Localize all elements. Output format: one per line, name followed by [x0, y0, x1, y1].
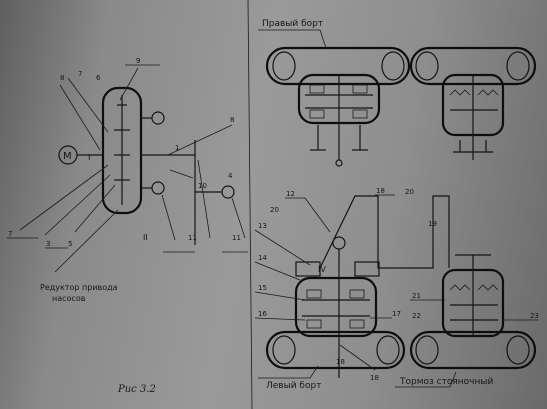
callout-1: 1 — [175, 144, 179, 152]
callout-7a: 7 — [78, 70, 82, 78]
roman-II: II — [143, 233, 148, 242]
brake-label: Тормоз стояночный — [399, 377, 493, 387]
callout-12: 12 — [286, 190, 295, 198]
pump-reducer-scheme: M — [7, 64, 248, 273]
callout-4: 4 — [228, 172, 233, 180]
paper-fold-line — [247, 0, 253, 409]
callout-7b: 7 — [8, 230, 12, 238]
callout-11b: 11 — [232, 234, 241, 242]
callout-21: 21 — [412, 292, 421, 300]
callout-8a: 8 — [60, 74, 64, 82]
callout-17: 17 — [392, 310, 401, 318]
callout-3: 3 — [46, 240, 50, 248]
callout-5: 5 — [68, 240, 72, 248]
callout-20b: 20 — [270, 206, 279, 214]
pump-reducer-housing — [101, 86, 143, 215]
callout-20: 20 — [405, 188, 414, 196]
callout-8b: 8 — [230, 116, 234, 124]
pump-right — [221, 185, 235, 199]
callout-18: 18 — [376, 187, 385, 195]
callout-18c: 18 — [370, 374, 379, 382]
left-side-track-scheme — [254, 194, 538, 388]
left-track-belt-2 — [409, 330, 537, 370]
hydraulic-motor — [332, 236, 346, 250]
hydraulic-line — [319, 195, 450, 269]
callout-9: 9 — [136, 57, 140, 65]
right-side-track-scheme — [258, 29, 537, 167]
callout-6: 6 — [96, 74, 101, 82]
callout-15: 15 — [258, 284, 267, 292]
svg-text:M: M — [63, 151, 72, 162]
pump-lower — [151, 181, 165, 195]
pump-reducer-label-2: насосов — [52, 294, 86, 303]
callout-16: 16 — [258, 310, 267, 318]
right-side-label: Правый борт — [262, 19, 323, 29]
roman-IV: IV — [318, 265, 326, 274]
right-idler-wheel — [381, 51, 405, 81]
pump-reducer-label-1: Редуктор привода — [40, 283, 118, 292]
callout-19b: 19 — [428, 220, 437, 228]
right-track-belt — [265, 46, 411, 86]
callout-11a: 11 — [188, 234, 197, 242]
callout-18b: 18 — [336, 358, 345, 366]
figure-caption: Рис 3.2 — [117, 384, 156, 395]
callout-13: 13 — [258, 222, 267, 230]
left-track-belt — [265, 330, 406, 370]
callout-10: 10 — [198, 182, 207, 190]
callout-14: 14 — [258, 254, 267, 262]
roman-I: I — [88, 153, 90, 162]
right-drive-wheel — [272, 51, 296, 81]
left-side-label: Левый борт — [266, 381, 321, 391]
left-gearbox-housing — [294, 276, 378, 338]
callout-22: 22 — [412, 312, 421, 320]
callout-23: 23 — [530, 312, 539, 320]
pump-upper — [151, 111, 165, 125]
